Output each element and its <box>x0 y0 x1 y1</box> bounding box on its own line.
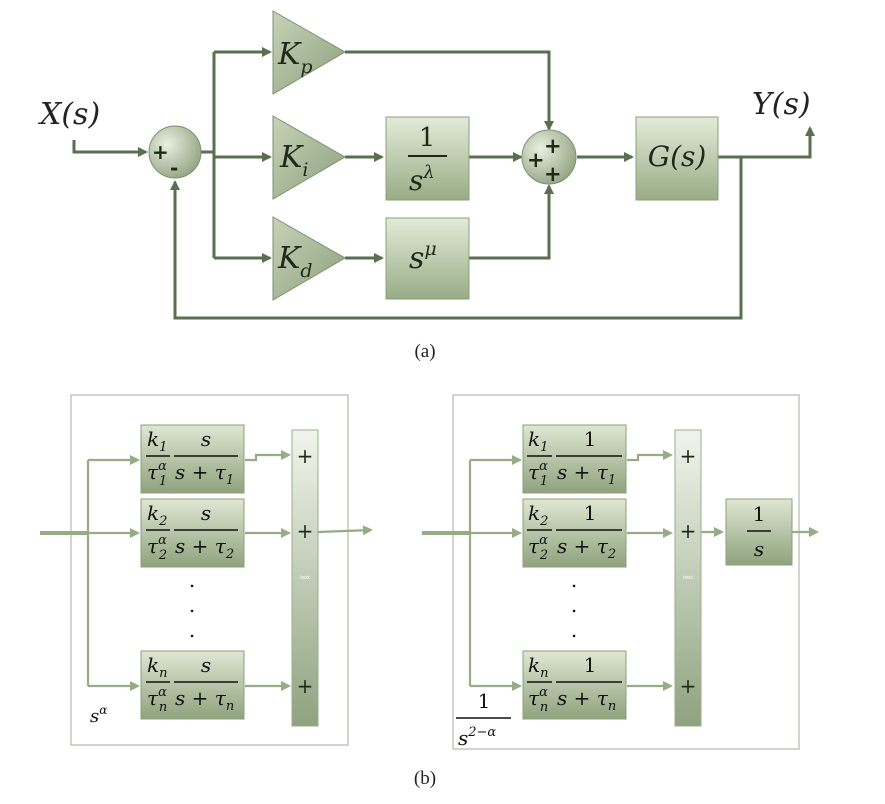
summing-junction-right <box>521 129 577 185</box>
kp-out-wire <box>345 50 554 131</box>
left-branch-n-den: s + τn <box>175 686 234 714</box>
left-branch-2-k: k2 <box>147 501 167 529</box>
gain-triangle-kd <box>272 216 347 301</box>
right-branch-n-num: 1 <box>584 653 597 677</box>
summer-right-plus-left: + <box>527 148 545 172</box>
right-sum-plus-n: + <box>680 674 697 698</box>
left-branch-2-den: s + τ2 <box>175 534 234 562</box>
differentiator-block <box>385 217 470 300</box>
summer-left-minus: - <box>170 156 178 180</box>
right-corner-numerator: 1 <box>478 689 491 713</box>
integrator-block <box>385 116 470 201</box>
left-sum-bar <box>291 429 319 727</box>
caption-b: (b) <box>414 768 436 789</box>
gain-triangle-ki <box>272 115 347 200</box>
right-corner-denominator: s2−α <box>458 725 496 750</box>
integrator-numerator: 1 <box>419 123 436 153</box>
left-output-wire <box>317 525 373 536</box>
right-branch-1-k: k1 <box>528 427 548 455</box>
left-branch-n-k: kn <box>147 653 168 681</box>
right-integrator-denominator: s <box>754 537 764 561</box>
left-branch-2-block <box>140 498 245 568</box>
right-dot-2: . <box>571 593 577 617</box>
right-sum-plus-2: + <box>680 519 697 543</box>
right-branch-1-num: 1 <box>584 427 597 451</box>
plant-label: G(s) <box>648 140 707 173</box>
left-dot-3: . <box>189 618 195 642</box>
gain-ki-label: Ki <box>279 140 309 181</box>
input-wire <box>72 140 148 157</box>
right-sum-plus-1: + <box>680 444 697 468</box>
left-branch-1-num: s <box>201 427 211 451</box>
figure-a: X(s) Y(s) + - Kp Ki Kd 1 sλ sμ + + + G(s… <box>38 10 815 362</box>
gain-triangle-kp <box>272 10 347 95</box>
summer-left-plus: + <box>152 140 169 164</box>
left-branch-n-block <box>140 650 245 720</box>
left-sum-plus-2: + <box>297 519 314 543</box>
right-branch-2-k: k2 <box>528 501 548 529</box>
right-branch-2-den: s + τ2 <box>557 534 616 562</box>
right-sum-bar <box>674 429 702 727</box>
right-branch1-out <box>627 450 673 462</box>
right-branch-1-den: s + τ1 <box>557 460 616 488</box>
summer-right-plus-bottom: + <box>544 162 562 186</box>
left-corner-label: sα <box>90 703 107 727</box>
right-panel-frame <box>452 394 800 750</box>
left-branch-2-num: s <box>201 501 211 525</box>
summing-junction-left <box>148 125 202 179</box>
left-sum-plus-n: + <box>297 674 314 698</box>
right-dot-1: . <box>571 568 577 592</box>
gain-kd-label: Kd <box>277 241 313 282</box>
right-integrator-numerator: 1 <box>753 502 766 526</box>
left-sum-plus-1: + <box>297 444 314 468</box>
left-dot-2: . <box>189 593 195 617</box>
left-branch-n-num: s <box>201 653 211 677</box>
caption-a: (a) <box>414 341 435 362</box>
gain-kp-label: Kp <box>277 37 313 78</box>
right-integrator-block <box>725 498 793 566</box>
left-branch1-out <box>245 450 291 462</box>
differentiator-out-wire <box>469 184 554 260</box>
right-sum-bar-text: text <box>683 575 693 581</box>
left-branch-1-den: s + τ1 <box>175 460 234 488</box>
output-label: Y(s) <box>752 87 811 122</box>
right-branch-n-den: s + τn <box>557 686 616 714</box>
right-dot-3: . <box>571 618 577 642</box>
output-wire <box>718 126 815 159</box>
left-dot-1: . <box>189 568 195 592</box>
right-branch-2-block <box>522 498 627 568</box>
right-branch-n-block <box>522 650 627 720</box>
right-branch-2-num: 1 <box>584 501 597 525</box>
left-sum-bar-text: text <box>300 575 310 581</box>
left-branch-1-block <box>140 424 245 494</box>
differentiator-label: sμ <box>409 238 437 276</box>
left-branch-1-k: k1 <box>147 427 167 455</box>
input-label: X(s) <box>38 97 100 132</box>
right-branch-1-block <box>522 424 627 494</box>
plant-block <box>635 116 719 201</box>
left-panel-frame <box>70 394 349 746</box>
feedback-wire <box>170 157 743 320</box>
summer-right-plus-top: + <box>544 134 562 158</box>
right-branch-n-k: kn <box>528 653 549 681</box>
integrator-denominator: sλ <box>409 162 435 197</box>
